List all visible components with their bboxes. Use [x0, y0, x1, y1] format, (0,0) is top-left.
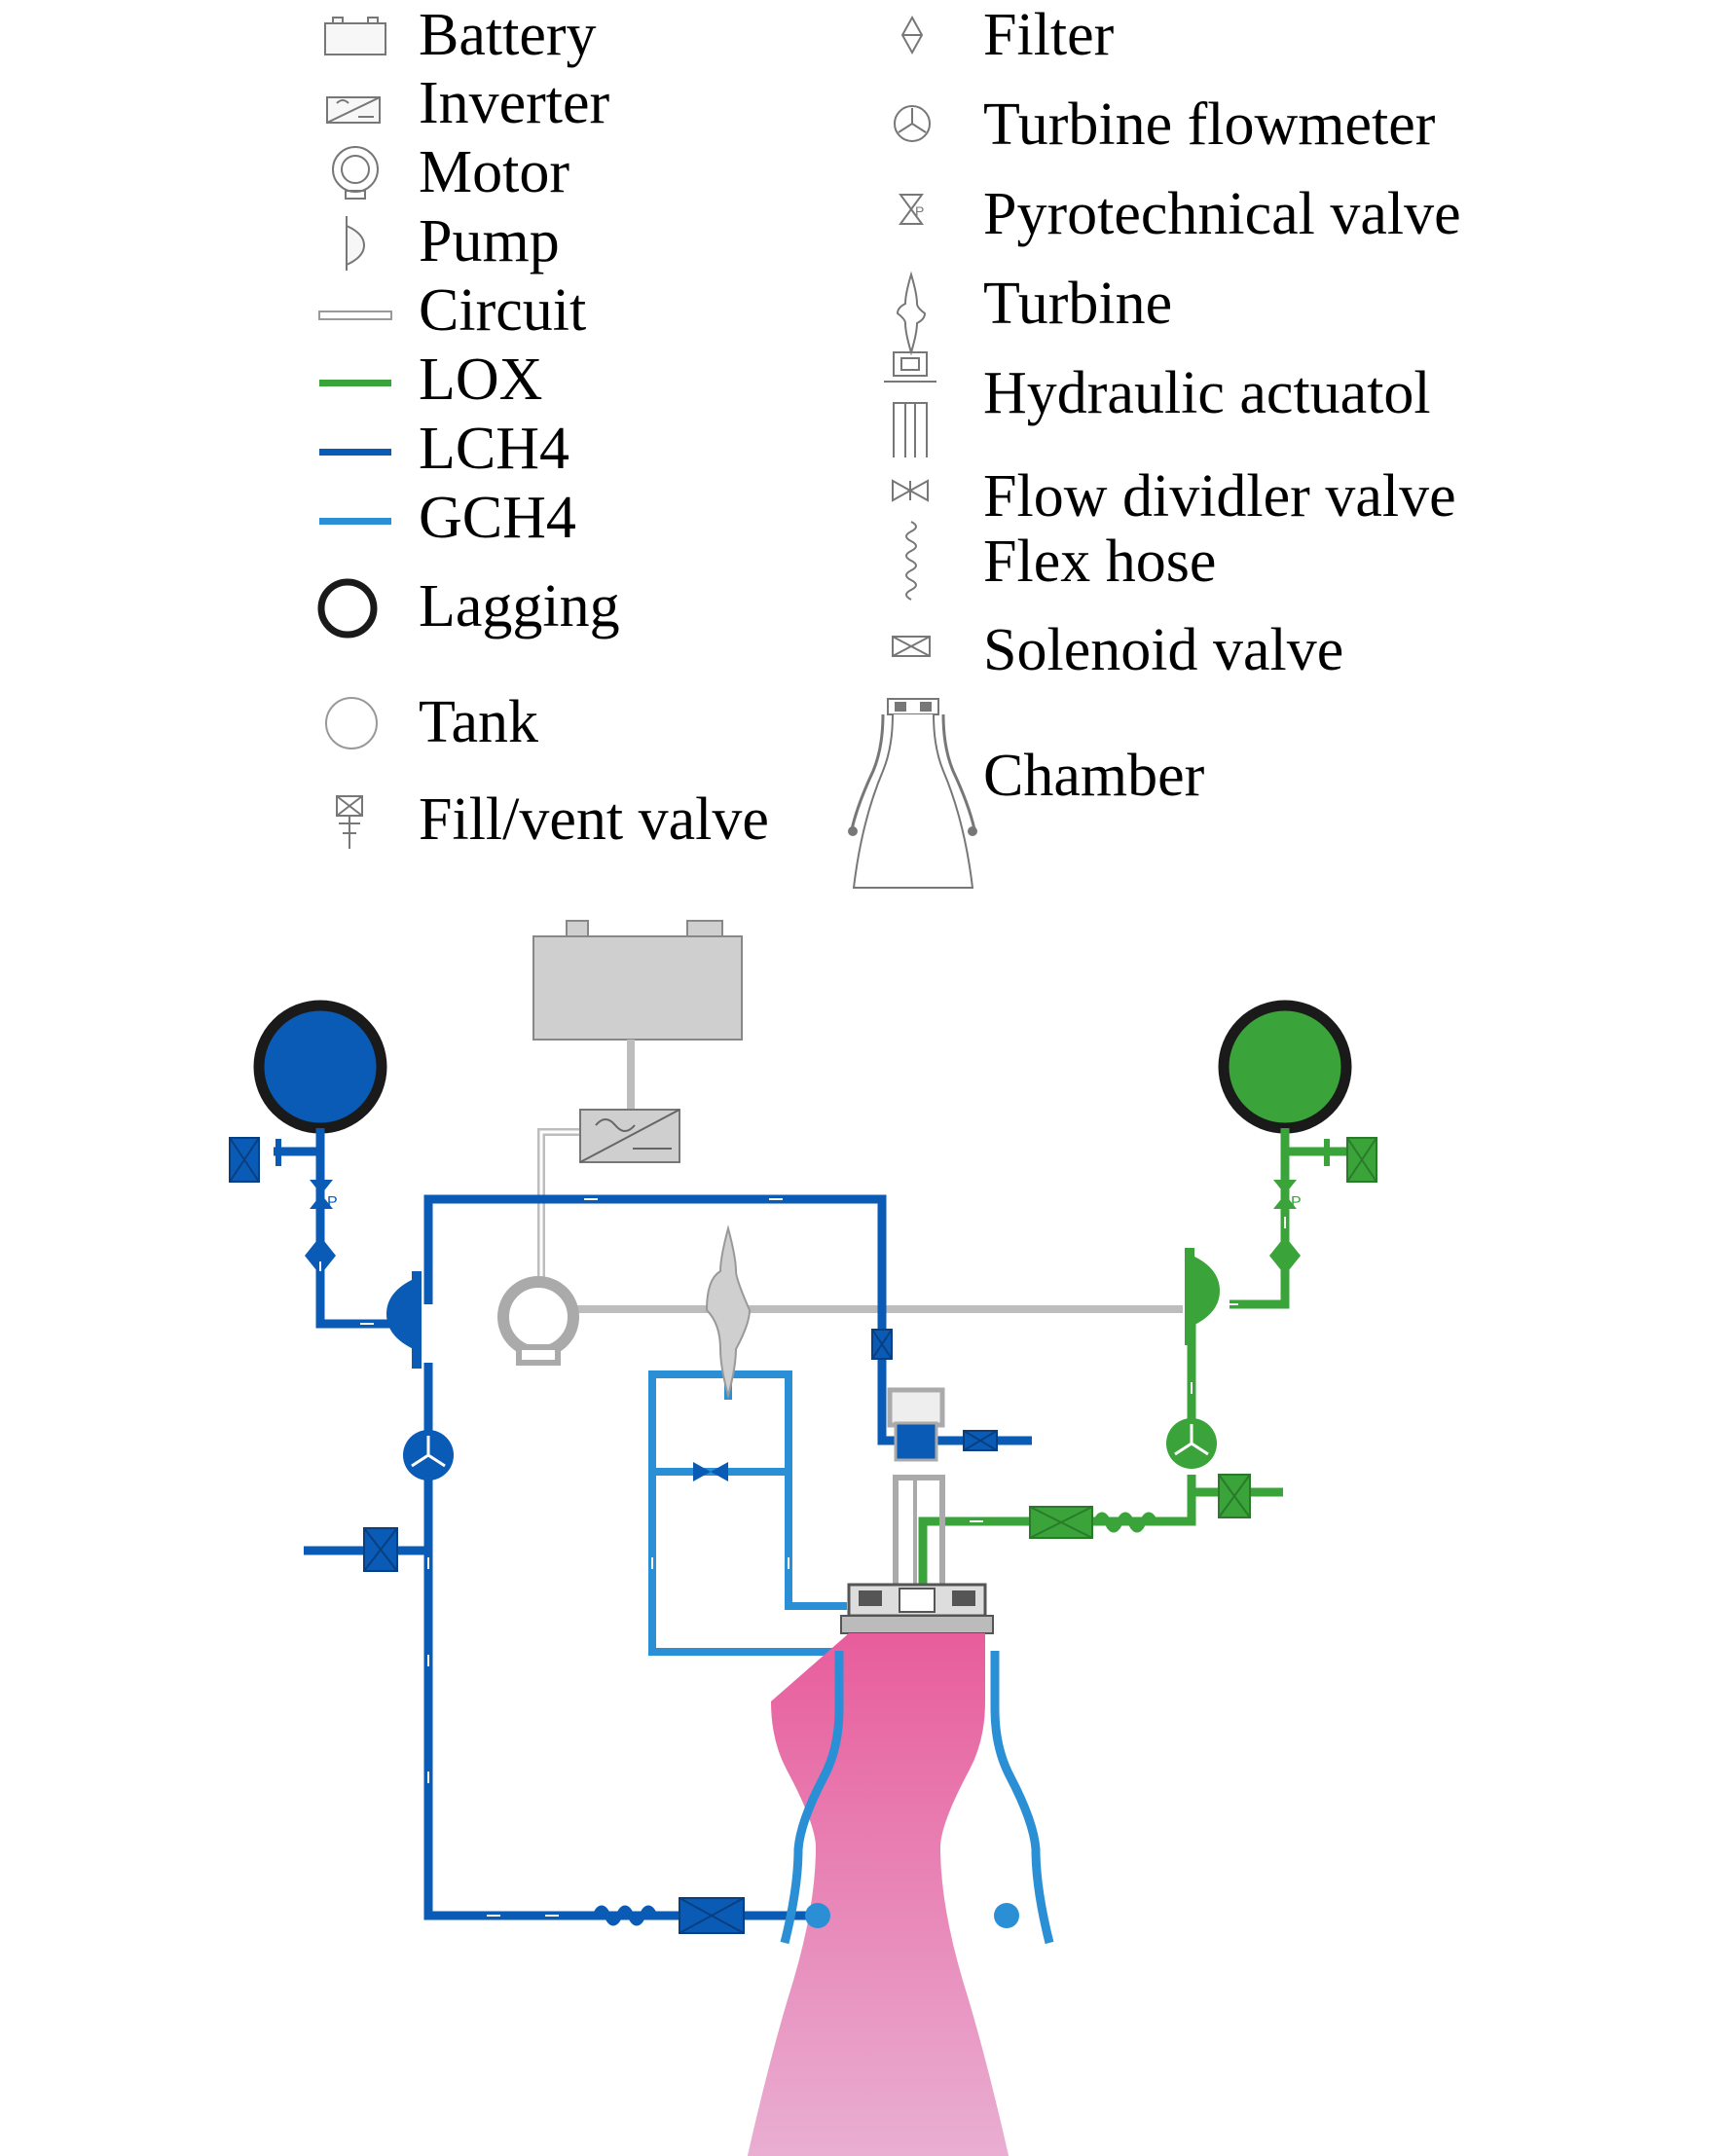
flex-hose-icon — [905, 521, 917, 601]
legend-label-pump: Pump — [419, 208, 560, 274]
circuit-line-icon — [318, 311, 392, 320]
lch4-filter — [305, 1236, 336, 1275]
legend-label-flow-divider-valve: Flow dividler valve — [983, 463, 1456, 530]
lagging-ring-icon — [317, 578, 378, 639]
lch4-turbine-flowmeter — [403, 1430, 454, 1480]
pyrotechnical-valve-icon: P — [899, 194, 924, 225]
legend-label-pyrotechnical-valve: Pyrotechnical valve — [983, 181, 1461, 247]
motor — [497, 1276, 579, 1366]
lox-pump — [1185, 1248, 1221, 1345]
lch4-fill-vent-valve — [229, 1137, 281, 1183]
gch4-lines — [648, 1370, 847, 1656]
tank-icon — [325, 697, 378, 749]
turbine-icon — [896, 271, 927, 356]
battery — [532, 920, 743, 1041]
legend-label-solenoid-valve: Solenoid valve — [983, 617, 1343, 683]
svg-text:P: P — [327, 1194, 338, 1211]
lox-line-icon — [319, 380, 391, 386]
lch4-pump — [385, 1271, 422, 1369]
motor-icon — [332, 146, 379, 200]
turbine — [705, 1224, 752, 1400]
legend-right: P — [848, 15, 977, 889]
actuator-solenoid-valve — [963, 1430, 998, 1451]
legend-label-filter: Filter — [983, 2, 1115, 68]
chamber — [747, 1633, 1054, 2156]
lox-turbine-flowmeter — [1166, 1418, 1217, 1469]
inverter-icon — [326, 96, 381, 124]
lox-tank — [1218, 1000, 1352, 1134]
svg-text:P: P — [1291, 1194, 1302, 1211]
filter-icon — [900, 15, 924, 55]
legend-label-inverter: Inverter — [419, 70, 610, 136]
lox-pyrotechnical-valve: P — [1273, 1180, 1302, 1211]
legend-label-motor: Motor — [419, 139, 569, 205]
legend-label-hydraulic-actuator: Hydraulic actuatol — [983, 360, 1431, 426]
flow-divider-valve — [693, 1462, 728, 1481]
legend-label-tank: Tank — [419, 689, 538, 755]
fill-vent-valve-icon — [336, 795, 363, 849]
legend-label-gch4: GCH4 — [419, 485, 576, 551]
lch4-tank — [253, 1000, 387, 1134]
turbine-flowmeter-icon — [894, 105, 931, 142]
injector-head — [840, 1583, 994, 1634]
battery-icon — [324, 17, 386, 55]
lch4-flex-hose — [592, 1905, 658, 1926]
solenoid-valve-icon — [892, 636, 931, 657]
lox-fill-vent-valve — [1324, 1137, 1377, 1183]
legend-label-flex-hose: Flex hose — [983, 529, 1216, 595]
legend-left — [317, 17, 392, 849]
svg-text:P: P — [915, 203, 924, 219]
lch4-bleed-solenoid-valve — [363, 1527, 398, 1572]
legend-left-labels: Battery Inverter Motor Pump Circuit LOX … — [419, 2, 769, 853]
lch4-pyrotechnical-valve: P — [310, 1180, 338, 1211]
lox-main-solenoid-valve — [1029, 1506, 1093, 1539]
lch4-main-solenoid-valve — [679, 1897, 745, 1934]
hydraulic-actuator — [887, 1387, 945, 1585]
lox-filter — [1269, 1236, 1301, 1275]
inverter — [579, 1109, 680, 1163]
flow-divider-valve-icon — [892, 479, 929, 502]
gch4-line-icon — [319, 518, 391, 525]
lox-bleed-solenoid-valve — [1218, 1474, 1251, 1518]
legend-label-lox: LOX — [419, 347, 542, 413]
hydraulic-actuator-icon — [884, 351, 936, 457]
circuit-lines — [537, 1040, 1183, 1313]
lch4-line-solenoid-valve — [871, 1329, 893, 1360]
legend-label-circuit: Circuit — [419, 277, 586, 344]
flow-direction-marks — [319, 1198, 1286, 1917]
legend-label-battery: Battery — [419, 2, 597, 68]
circuit-lines-core — [539, 1130, 584, 1287]
pump-icon — [346, 216, 366, 271]
legend-label-lagging: Lagging — [419, 573, 620, 639]
lch4-line-icon — [319, 449, 391, 456]
legend-label-turbine: Turbine — [983, 271, 1172, 337]
legend-label-fill-vent: Fill/vent valve — [419, 786, 769, 853]
legend-right-labels: Filter Turbine flowmeter Pyrotechnical v… — [983, 2, 1461, 809]
legend-label-turbine-flowmeter: Turbine flowmeter — [983, 91, 1436, 158]
legend-label-lch4: LCH4 — [419, 416, 569, 482]
legend-label-chamber: Chamber — [983, 743, 1205, 809]
lox-flex-hose — [1092, 1512, 1158, 1533]
chamber-icon — [848, 698, 977, 889]
